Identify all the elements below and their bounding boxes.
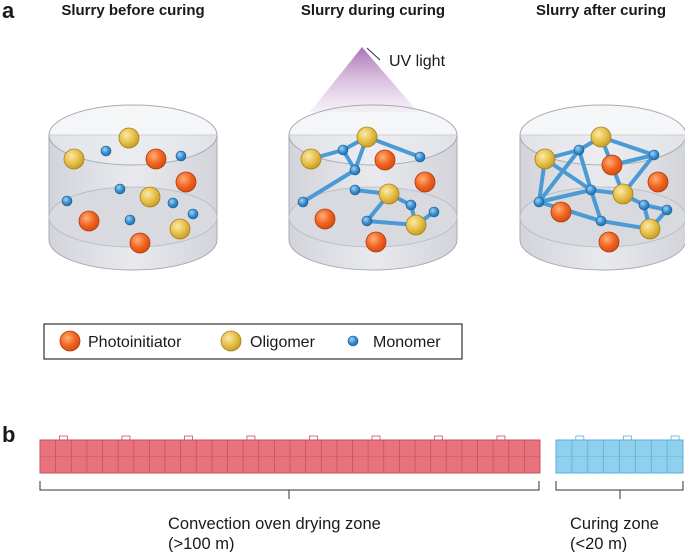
heading-before-curing: Slurry before curing — [61, 2, 204, 19]
curing-bracket — [555, 481, 684, 499]
oven-zone-label: Convection oven drying zone — [168, 515, 381, 533]
heading-during-curing: Slurry during curing — [301, 2, 445, 19]
legend: Photoinitiator Oligomer Monomer — [43, 323, 463, 360]
heading-after-curing: Slurry after curing — [536, 2, 666, 19]
uv-light-label: UV light — [389, 53, 446, 70]
curing-zone-label: Curing zone — [570, 515, 659, 533]
oven-drying-zone — [39, 435, 541, 474]
legend-photoinitiator-label: Photoinitiator — [88, 334, 182, 351]
particles-after — [533, 126, 673, 253]
particles-during — [297, 126, 440, 253]
particles-before — [61, 127, 199, 254]
curing-zone-length: (<20 m) — [570, 535, 627, 552]
legend-photoinitiator-swatch — [59, 330, 81, 352]
legend-oligomer-swatch — [220, 330, 242, 352]
legend-monomer-swatch — [347, 335, 359, 347]
oven-zone-length: (>100 m) — [168, 535, 234, 552]
oven-bracket — [39, 481, 540, 499]
legend-monomer-label: Monomer — [373, 334, 441, 351]
panel-a-letter: a — [2, 0, 15, 23]
curing-zone-bar — [555, 435, 684, 474]
panel-b-letter: b — [2, 422, 15, 447]
legend-box — [43, 323, 463, 360]
legend-oligomer-label: Oligomer — [250, 334, 316, 351]
uv-light: UV light — [310, 47, 446, 112]
